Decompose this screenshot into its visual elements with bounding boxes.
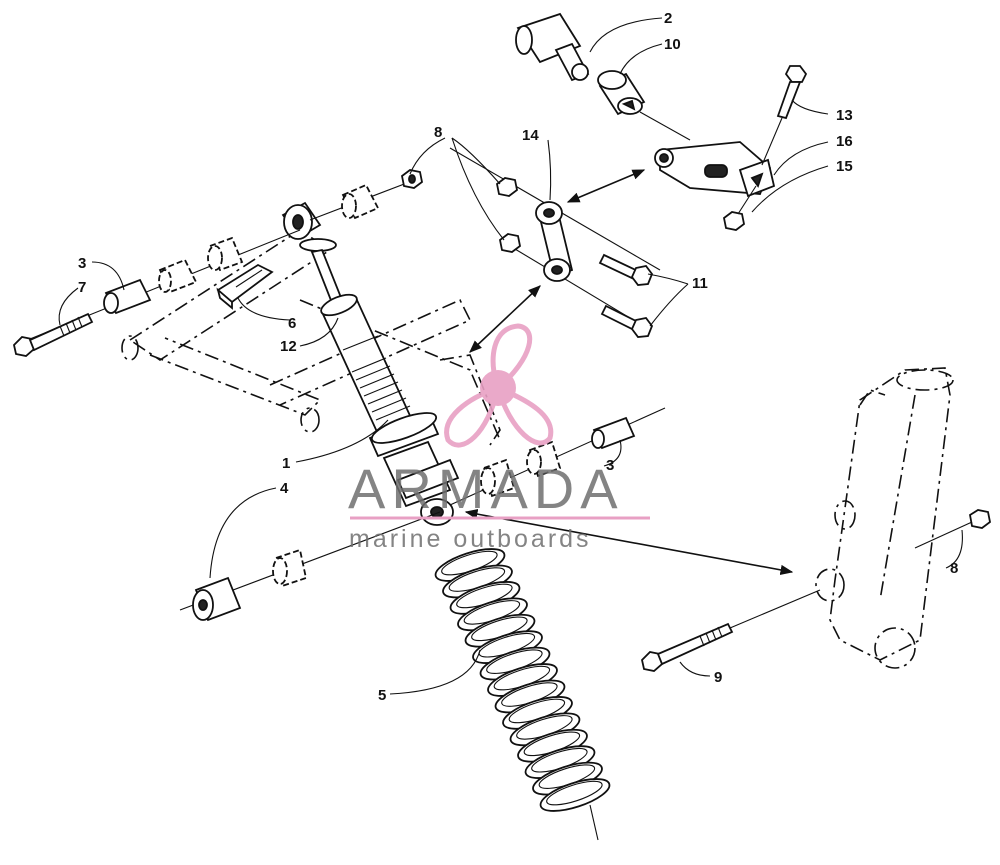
spring-coil [539, 778, 611, 812]
callout-8-top: 8 [434, 124, 442, 141]
callout-5: 5 [378, 687, 386, 704]
bushing-left [158, 258, 198, 294]
spacer-3-left [103, 278, 152, 315]
lower-fasteners [179, 407, 666, 622]
callout-16: 16 [836, 133, 853, 150]
callout-11: 11 [692, 275, 708, 292]
spring-axis-line [589, 804, 599, 841]
sleeve-10 [597, 70, 646, 116]
callout-4: 4 [280, 480, 289, 497]
bushing-left-2 [207, 236, 244, 272]
armada-watermark: ARMADA marine outboards [348, 323, 650, 553]
nut-15 [723, 185, 757, 231]
spring-coil-inner [546, 780, 603, 806]
callout-3-left: 3 [78, 255, 86, 272]
bushing-lower-mid [526, 440, 562, 478]
propeller-logo [444, 323, 554, 448]
bolt-11-lower [600, 304, 654, 338]
callout-14: 14 [522, 127, 539, 144]
watermark-tagline: marine outboards [349, 525, 592, 553]
shock-top-eye [281, 201, 337, 252]
callout-2: 2 [664, 10, 672, 27]
lever-arm-16 [654, 141, 776, 198]
spindle-housing [815, 367, 954, 669]
callout-10: 10 [664, 36, 681, 53]
upper-right-cluster [515, 12, 808, 231]
thread-lines [351, 357, 411, 421]
assembly-arrows [464, 169, 794, 575]
watermark-brand: ARMADA [348, 457, 624, 520]
bushing-6 [216, 263, 274, 310]
callout-12: 12 [280, 338, 297, 355]
upper-left-fasteners [13, 229, 301, 357]
upper-shock-hardware [309, 169, 423, 221]
nut-8-right [914, 509, 991, 549]
bolt-7 [13, 312, 94, 357]
callout-13: 13 [836, 107, 853, 124]
coil-spring [434, 548, 611, 841]
bolt-13 [761, 65, 808, 166]
callout-8-right: 8 [950, 560, 958, 577]
nut-8-link-lower [499, 233, 521, 253]
nut-8-upper [401, 169, 423, 189]
bushing-lower-left [272, 548, 308, 588]
nut-8-link-upper [496, 177, 518, 197]
bushing-4 [192, 576, 242, 622]
callout-7: 7 [78, 279, 86, 296]
callout-3-right: 3 [606, 457, 614, 474]
linkage-rod-14 [449, 147, 661, 338]
callout-labels: 2 10 13 16 15 14 8 11 3 7 6 12 1 4 3 5 8… [78, 10, 958, 704]
bushing-upper-right [341, 183, 380, 220]
bolt-11-upper [598, 253, 654, 286]
callout-15: 15 [836, 158, 853, 175]
callout-9: 9 [714, 669, 722, 686]
bolt-9 [641, 589, 821, 672]
torsion-shaft-2 [515, 12, 590, 82]
callout-1: 1 [282, 455, 290, 472]
callout-6: 6 [288, 315, 296, 332]
spacer-3-right [591, 416, 636, 450]
bushing-lower-right [480, 458, 516, 498]
leader-lines [58, 17, 963, 695]
